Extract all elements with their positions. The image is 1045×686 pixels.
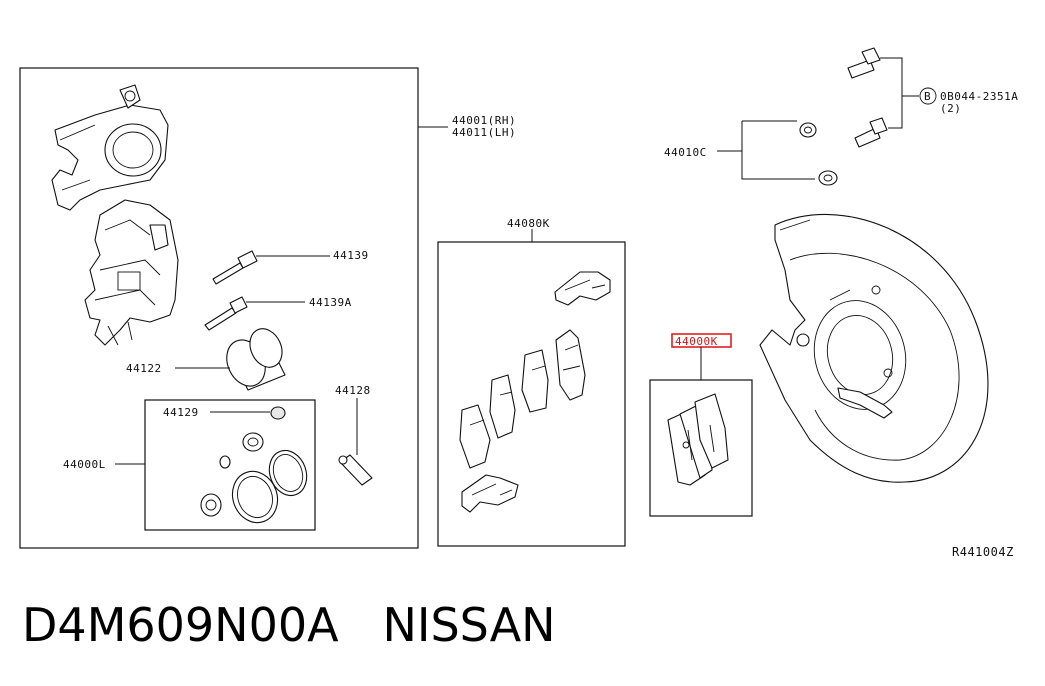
part-number: D4M609N00A (22, 598, 339, 652)
label-caliper-lh: 44011(LH) (452, 126, 516, 139)
brake-pads (667, 393, 729, 486)
caliper-bracket (84, 199, 179, 346)
hardware-kit-parts (459, 271, 611, 513)
bolts-0b044 (847, 47, 937, 148)
label-bleeder: 44128 (335, 384, 371, 397)
backing-plate (759, 213, 989, 483)
label-seal-kit: 44000L (63, 458, 106, 471)
brand-name: NISSAN (382, 598, 556, 652)
pin-bolt-44139a (204, 296, 305, 331)
label-bolt-ref: 0B044-2351A (940, 90, 1018, 103)
caliper-body (51, 84, 169, 211)
label-pin-bolt-1: 44139 (333, 249, 369, 262)
seal-kit-parts (115, 406, 308, 524)
page-title: D4M609N00A NISSAN (22, 598, 556, 652)
label-caliper-rh: 44001(RH) (452, 114, 516, 127)
label-washer: 44010C (664, 146, 707, 159)
label-boot: 44129 (163, 406, 199, 419)
pad-kit-frame (649, 379, 753, 517)
bleeder-44128 (338, 398, 373, 486)
label-drawing-code: R441004Z (952, 545, 1014, 559)
label-bolt-marker: B (924, 90, 931, 103)
seal-kit-frame (144, 399, 316, 531)
washer-44010c (717, 120, 838, 186)
label-piston: 44122 (126, 362, 162, 375)
label-hardware-kit: 44080K (507, 217, 550, 230)
label-pin-bolt-2: 44139A (309, 296, 352, 309)
label-bolt-qty: (2) (940, 102, 961, 115)
piston-44122 (175, 328, 286, 391)
label-pad-kit: 44000K (675, 335, 718, 348)
caliper-group-frame (19, 67, 419, 549)
pin-bolt-44139 (212, 250, 330, 285)
